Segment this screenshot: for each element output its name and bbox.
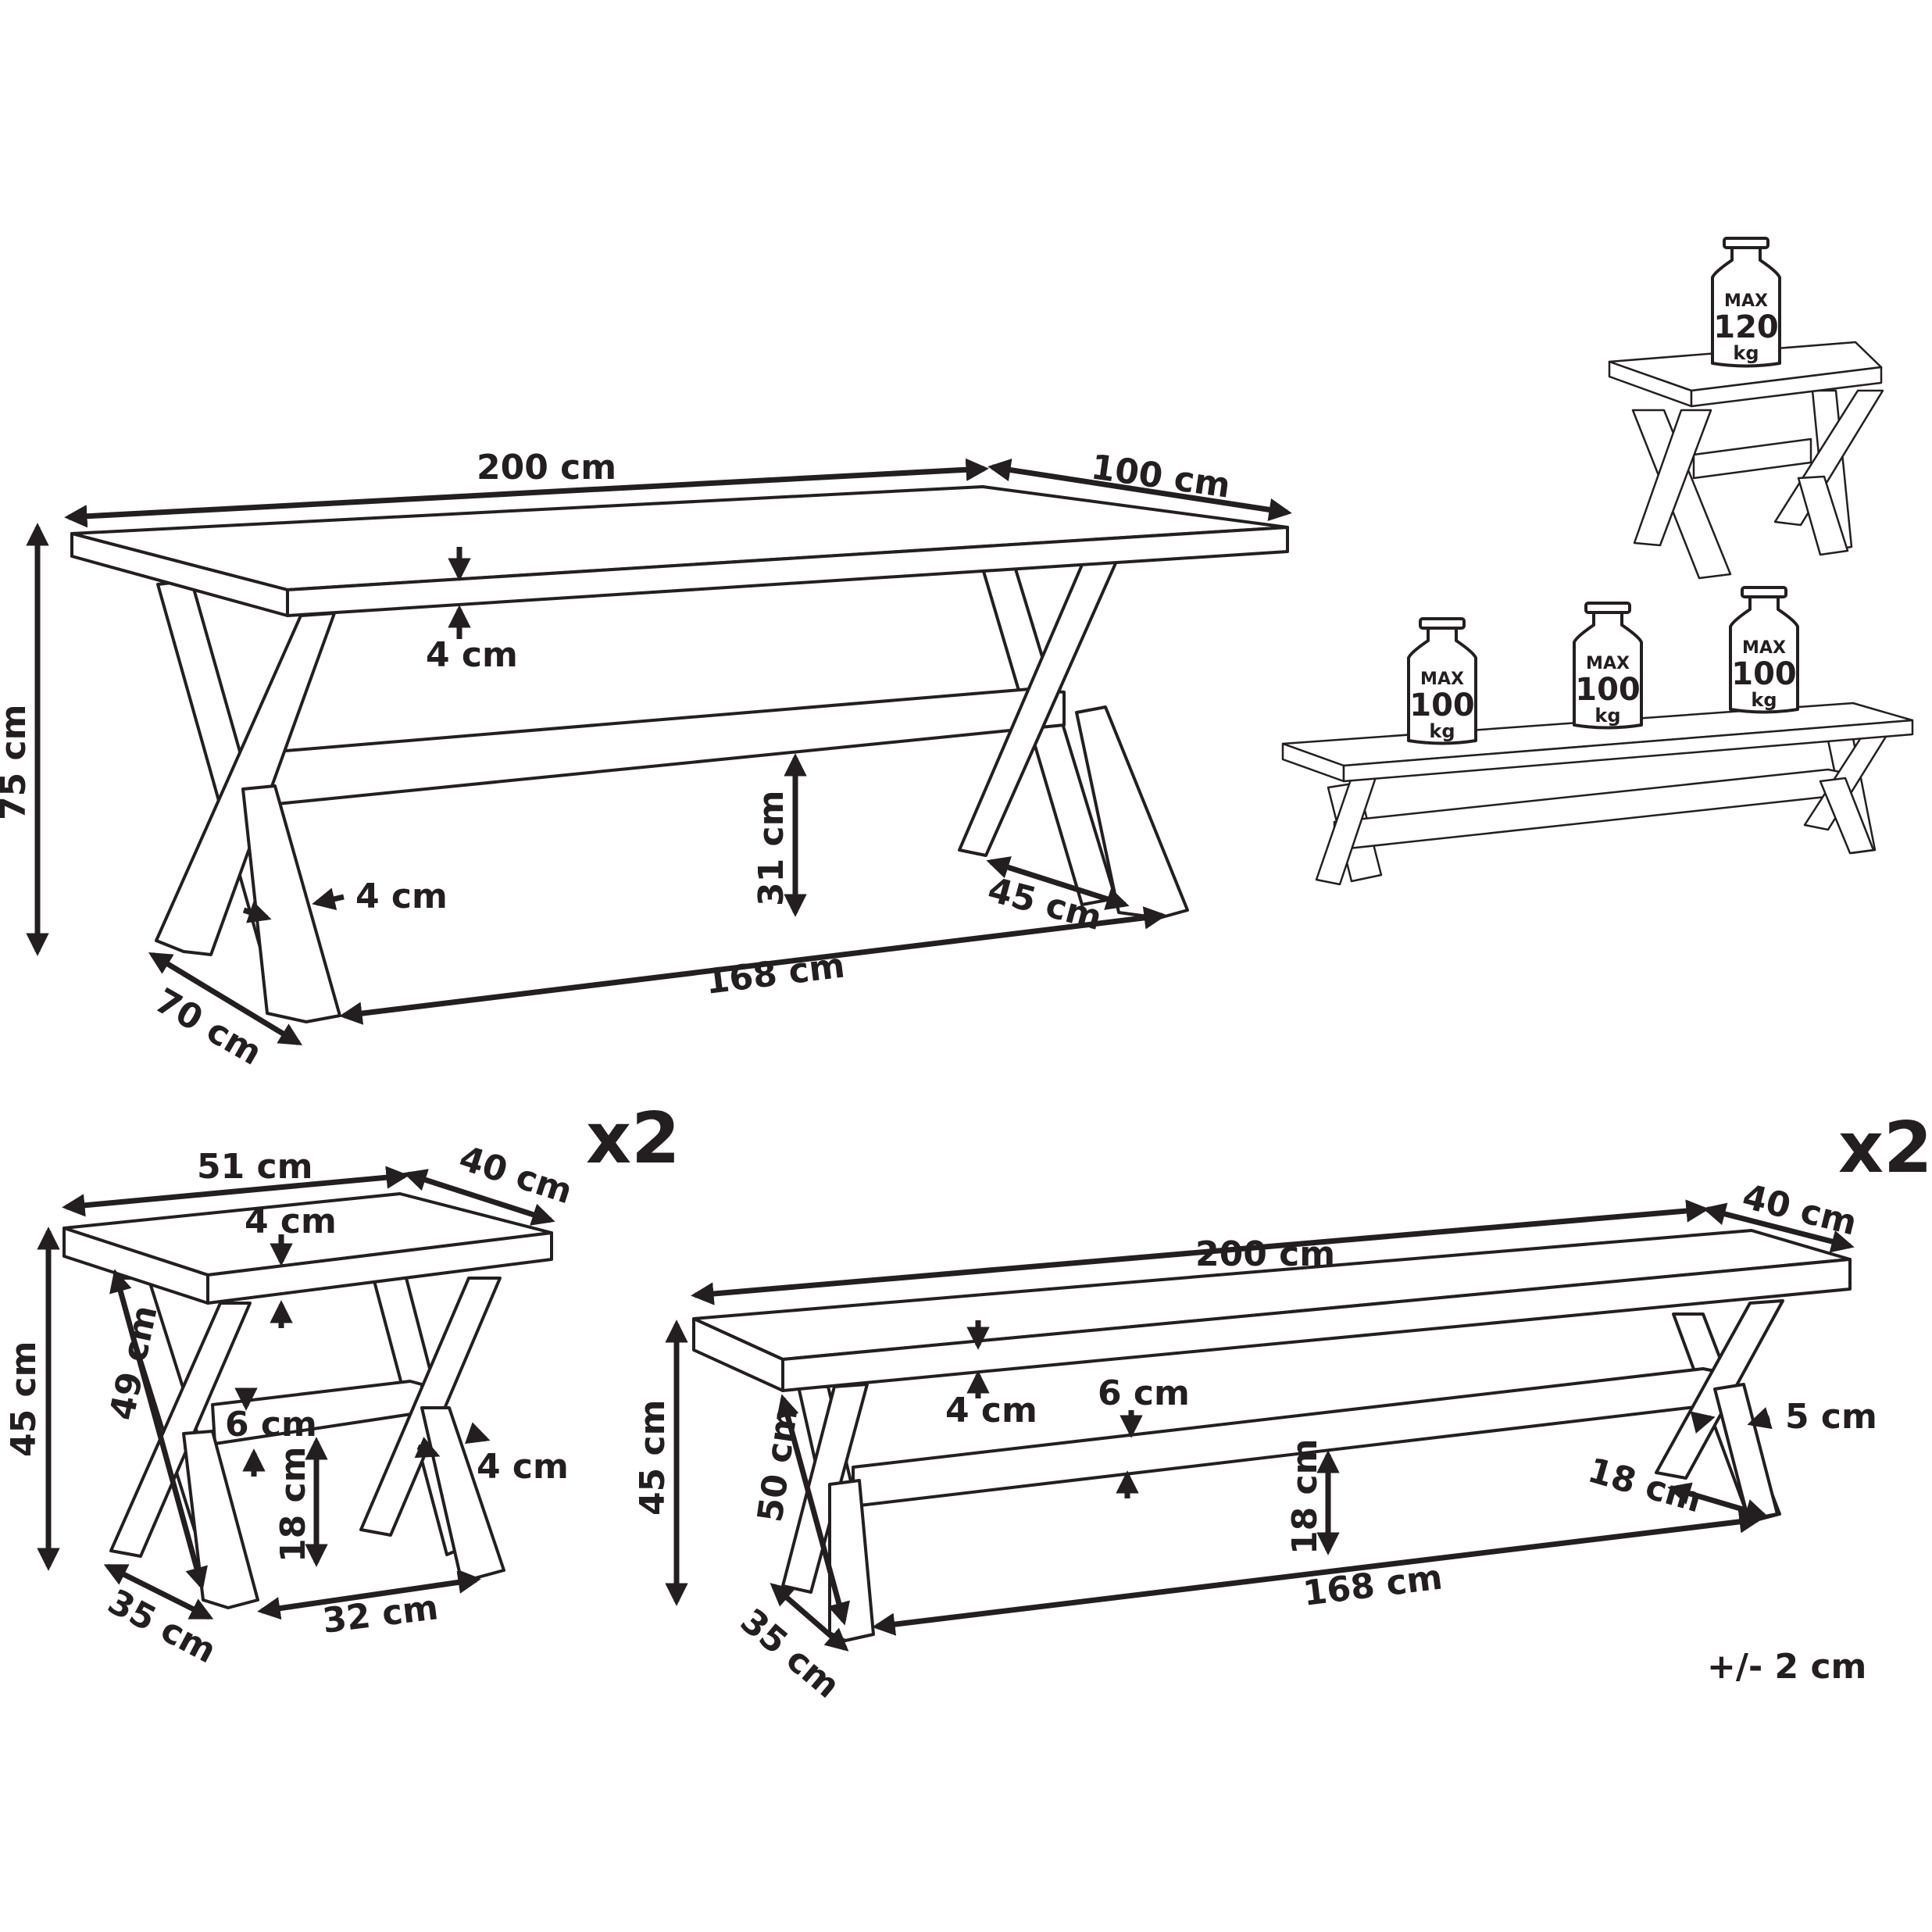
stool-dimensions: x2 51 cm 40 cm 45 cm 4 cm 49 cm 6 cm 18 … — [4, 1098, 680, 1671]
bench-load-illustration: MAX 100 kg MAX 100 kg MAX 100 kg — [1281, 586, 1914, 886]
weight-max: MAX — [1586, 654, 1630, 673]
stool-stretcher — [1692, 437, 1812, 480]
stool-height-label: 45 cm — [4, 1341, 44, 1457]
stool-top-edge — [206, 1231, 553, 1305]
weight-value: 100 — [1409, 687, 1475, 723]
table-length-label: 200 cm — [477, 448, 616, 487]
weight-unit: kg — [1733, 342, 1759, 364]
bench-leg-thickness-label: 5 cm — [1785, 1397, 1877, 1437]
dim-line — [1690, 1411, 1716, 1434]
dim-line — [986, 856, 1130, 910]
weight-icon: MAX 100 kg — [1573, 602, 1643, 730]
table-leg-depth-label: 70 cm — [148, 980, 269, 1073]
dim-line — [770, 1583, 849, 1652]
dim-line — [64, 458, 989, 528]
dim-line — [464, 1422, 491, 1445]
dim-line — [339, 906, 1167, 1025]
weight-unit: kg — [1429, 720, 1455, 742]
bench-quantity: x2 — [1838, 1107, 1932, 1189]
table-leg-thickness-label: 4 cm — [355, 877, 448, 916]
stool-depth-label: 40 cm — [455, 1138, 577, 1212]
table-height-label: 75 cm — [0, 705, 34, 820]
stool-leg — [1797, 475, 1849, 556]
dim-line — [148, 952, 303, 1046]
dim-line — [103, 1563, 214, 1620]
dim-line — [109, 1269, 208, 1591]
table-top-edge — [286, 526, 1289, 617]
table-top-thickness-label: 4 cm — [426, 635, 518, 675]
bench-height-label: 45 cm — [633, 1400, 673, 1516]
stool-length-label: 51 cm — [197, 1147, 312, 1187]
weight-value: 100 — [1731, 656, 1797, 692]
table-drawing — [70, 485, 1289, 1023]
dim-line — [872, 1510, 1762, 1636]
bench-stretcher — [1333, 768, 1841, 852]
stool-leg — [1633, 409, 1712, 547]
dim-line — [1702, 1202, 1855, 1253]
dim-line — [414, 1437, 441, 1459]
weight-max: MAX — [1724, 291, 1768, 311]
dim-line — [987, 459, 1292, 521]
stool-stretcher-thickness-label: 6 cm — [225, 1405, 317, 1445]
weight-unit: kg — [1595, 705, 1620, 727]
dim-line — [1747, 1407, 1773, 1430]
table-stretcher-height-label: 31 cm — [752, 791, 791, 906]
weight-icon: MAX 120 kg — [1711, 237, 1781, 368]
table-stretcher — [266, 687, 1066, 806]
stool-leg-thickness-label: 4 cm — [477, 1447, 569, 1487]
bench-length-label: 200 cm — [1195, 1234, 1335, 1274]
weight-value: 120 — [1713, 309, 1779, 345]
dim-line — [242, 901, 272, 923]
weight-unit: kg — [1751, 689, 1777, 711]
dim-line — [403, 1169, 555, 1226]
bench-leg-length-label: 50 cm — [750, 1404, 805, 1524]
stool-top-edge — [1690, 366, 1883, 408]
table-leg — [241, 784, 341, 1023]
stool-leg — [182, 1430, 259, 1609]
stool-stretcher-height-label: 18 cm — [273, 1447, 313, 1562]
weight-max: MAX — [1420, 670, 1464, 689]
weight-max: MAX — [1742, 638, 1786, 658]
stool-leg — [1631, 409, 1732, 580]
stool-load-illustration: MAX 120 kg — [1608, 237, 1884, 580]
weight-icon: MAX 100 kg — [1729, 586, 1799, 714]
stool-top-thickness-label: 4 cm — [245, 1202, 337, 1241]
bench-leg-span-label: 168 cm — [1301, 1557, 1445, 1613]
stool-quantity: x2 — [586, 1098, 680, 1180]
dim-line — [257, 1570, 481, 1620]
table-depth-label: 100 cm — [1088, 447, 1232, 505]
bench-stretcher-thickness-label: 6 cm — [1098, 1373, 1190, 1413]
bench-top-thickness-label: 4 cm — [945, 1391, 1037, 1430]
table-leg-span-label: 168 cm — [703, 945, 847, 1002]
stool-leg — [420, 1406, 505, 1580]
dim-line — [691, 1199, 1709, 1305]
weight-icon: MAX 100 kg — [1407, 617, 1477, 745]
weight-value: 100 — [1575, 672, 1641, 708]
dim-line — [62, 1166, 409, 1217]
bench-leg — [1819, 777, 1875, 855]
dim-line — [312, 887, 345, 911]
stool-leg-span-label: 32 cm — [320, 1587, 441, 1641]
bench-top-edge — [1342, 719, 1914, 783]
bench-stretcher-height-label: 18 cm — [1285, 1439, 1325, 1555]
tolerance-note: +/- 2 cm — [1707, 1647, 1866, 1687]
